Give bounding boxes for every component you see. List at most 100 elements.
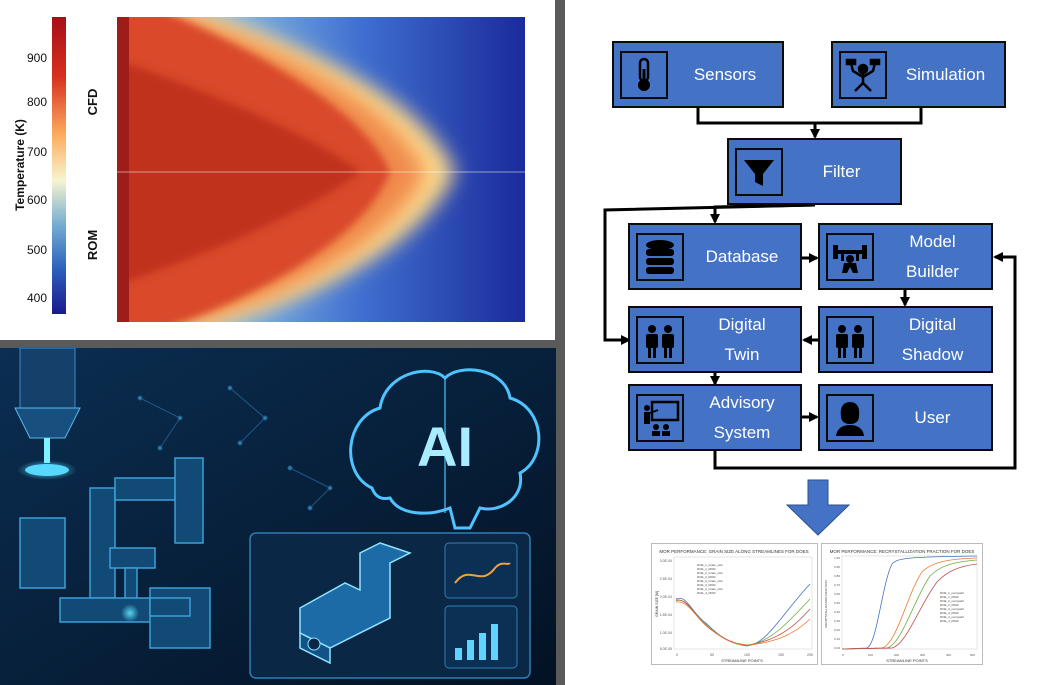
simulation-node: Simulation [831,41,1006,108]
chart-legend: DOE_1_recrystall DOE_1_MOR DOE_2_recryst… [940,591,964,623]
simulation-label: Simulation [905,64,986,84]
legend-entry: DOE_1_Grain_size [697,563,723,567]
heatmap-field [117,17,525,322]
legend-entry: DOE_3_Grain_size [697,579,723,583]
y-axis-label: GRAIN SIZE [M] [655,591,659,617]
legend-entry: DOE_4_MOR [940,619,959,623]
colorbar-tick: 400 [27,291,47,305]
model-builder-label: Model Builder [874,227,991,287]
colorbar-tick: 900 [27,51,47,65]
x-axis-label: STREAMLINE POINTS [721,658,763,663]
legend-entry: DOE_4_recrystall [940,615,964,619]
advisory-system-node: Advisory System [628,384,802,451]
legend-entry: DOE_3_MOR [697,583,716,587]
chart-title: MOR PERFORMANCE: RECRYSTALLIZATION FRACT… [830,549,975,554]
thermometer-icon [620,50,668,99]
database-label: Database [705,246,779,266]
digital-twin-line-1: Digital [718,314,766,334]
presentation-icon [636,393,684,442]
chart-legend: DOE_1_Grain_size DOE_1_MOR DOE_2_Grain_s… [697,563,723,595]
part-3d-graphic [299,542,412,665]
y-tick: 0.70 [834,583,840,587]
network-graphic [137,385,333,511]
x-tick: 50 [710,653,714,657]
digital-twin-flowchart-panel: Sensors Simulation Filter Database Model… [565,0,1050,685]
x-tick: 300 [920,653,925,657]
colorbar-tick: 600 [27,193,47,207]
legend-entry: DOE_2_recrystall [940,599,964,603]
y-tick: 2.5E-04 [660,577,672,581]
robot-arm-graphic [19,457,211,649]
temperature-heatmap-panel: 900 800 700 600 500 400 Temperature (K) … [0,0,555,340]
x-tick: 100 [868,653,873,657]
legend-entry: DOE_4_Grain_size [697,587,723,591]
rom-label: ROM [85,230,100,260]
digital-twin-line-2: Twin [724,344,760,364]
legend-entry: DOE_2_MOR [940,603,959,607]
legend-entry: DOE_3_MOR [940,611,959,615]
x-tick: 0 [842,653,844,657]
digital-shadow-label: Digital Shadow [874,310,991,370]
y-tick: 1.0E-04 [660,631,672,635]
twins-icon [636,315,684,364]
legend-entry: DOE_3_recrystall [940,607,964,611]
advisory-line-1: Advisory [709,392,775,412]
sensors-label: Sensors [693,64,757,84]
y-tick: 2.0E-04 [660,595,672,599]
legend-entry: DOE_2_Grain_size [697,571,723,575]
x-tick: 500 [970,653,975,657]
x-tick: 0 [676,653,678,657]
filter-icon [735,147,783,196]
heatmap-svg: 900 800 700 600 500 400 Temperature (K) … [13,17,525,322]
colorbar-tick: 700 [27,145,47,159]
y-tick: 5.0E-05 [660,647,672,651]
colorbar-label: Temperature (K) [13,119,27,211]
y-tick: 0.00 [834,646,840,650]
x-tick: 200 [807,653,813,657]
ai-illustration-svg: AI [0,348,556,685]
recrystallization-chart: MOR PERFORMANCE: RECRYSTALLIZATION FRACT… [821,543,983,665]
x-axis-label: STREAMLINE POINTS [886,658,928,663]
y-tick: 0.10 [834,637,840,641]
legend-entry: DOE_1_MOR [940,595,959,599]
colorbar [52,17,66,314]
y-tick: 1.00 [834,556,840,560]
down-arrow [785,479,851,536]
model-builder-node: Model Builder [818,223,993,290]
y-tick: 0.80 [834,574,840,578]
x-tick: 200 [894,653,899,657]
y-tick: 0.50 [834,601,840,605]
y-tick: 1.5E-04 [660,613,672,617]
user-label: User [914,407,951,427]
line-chart-icon [444,542,518,599]
digital-shadow-line-1: Digital [908,314,957,334]
legend-entry: DOE_1_recrystall [940,591,964,595]
foundry-ladle-graphic [14,348,81,480]
x-tick: 400 [946,653,951,657]
digital-twin-label: Digital Twin [684,310,800,370]
legend-entry: DOE_4_MOR [697,591,716,595]
ai-headline: AI [417,415,473,478]
y-tick: 0.40 [834,610,840,614]
weightlifter-icon [826,232,874,281]
filter-label: Filter [822,161,861,181]
robot-simulation-icon [839,50,887,99]
legend-entry: DOE_2_MOR [697,575,716,579]
y-tick: 0.20 [834,628,840,632]
twins-shadow-icon [826,315,874,364]
user-node: User [818,384,993,451]
legend-entry: DOE_1_MOR [697,567,716,571]
filter-node: Filter [727,138,902,205]
colorbar-tick: 500 [27,243,47,257]
database-icon [636,232,684,281]
y-tick: 0.30 [834,619,840,623]
flow-connectors [603,108,1017,536]
advisory-system-label: Advisory System [684,388,800,448]
model-builder-line-2: Builder [906,261,959,281]
x-tick: 100 [744,653,750,657]
y-tick: 0.90 [834,565,840,569]
ai-manufacturing-illustration: AI [0,348,556,685]
sensors-node: Sensors [612,41,784,108]
digital-shadow-node: Digital Shadow [818,306,993,373]
cfd-label: CFD [85,89,100,116]
